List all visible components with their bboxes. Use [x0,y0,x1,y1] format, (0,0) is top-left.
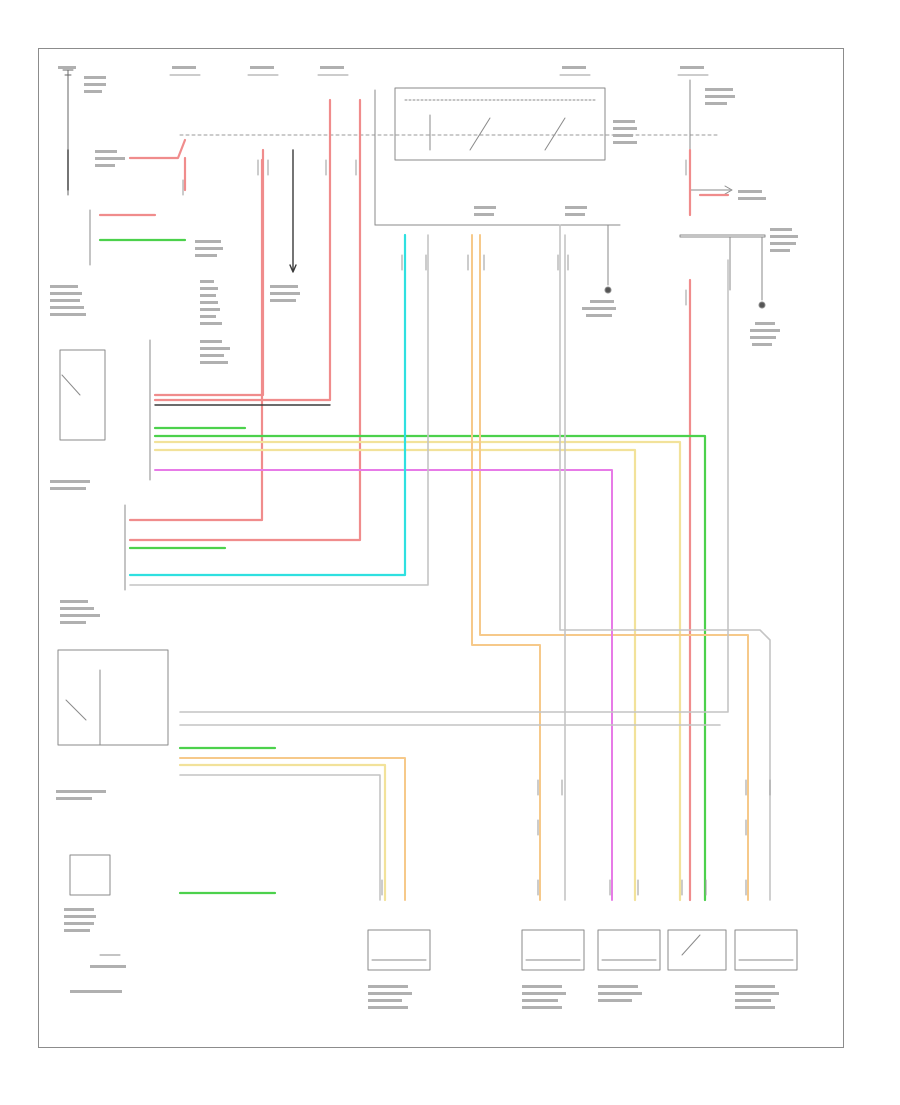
yellow-wires [153,440,682,902]
gray-wires [129,224,771,901]
right-feed [604,79,766,309]
relay-box [374,87,621,226]
cyan-wires [128,233,407,577]
orange-wires [179,234,749,901]
right-feed-labels [582,190,798,346]
connector-markers [182,159,771,896]
red-wires [98,98,730,902]
left-labels [50,150,300,993]
actuator-labels [368,985,779,1009]
relay-box-labels [474,120,637,216]
pink-wires [154,469,613,901]
left-components [57,209,169,956]
black-wires [67,149,331,406]
fuse-labels [58,66,735,105]
green-wires [98,238,707,902]
diagram-frame [38,48,844,1048]
door-lock-actuators [367,929,798,971]
